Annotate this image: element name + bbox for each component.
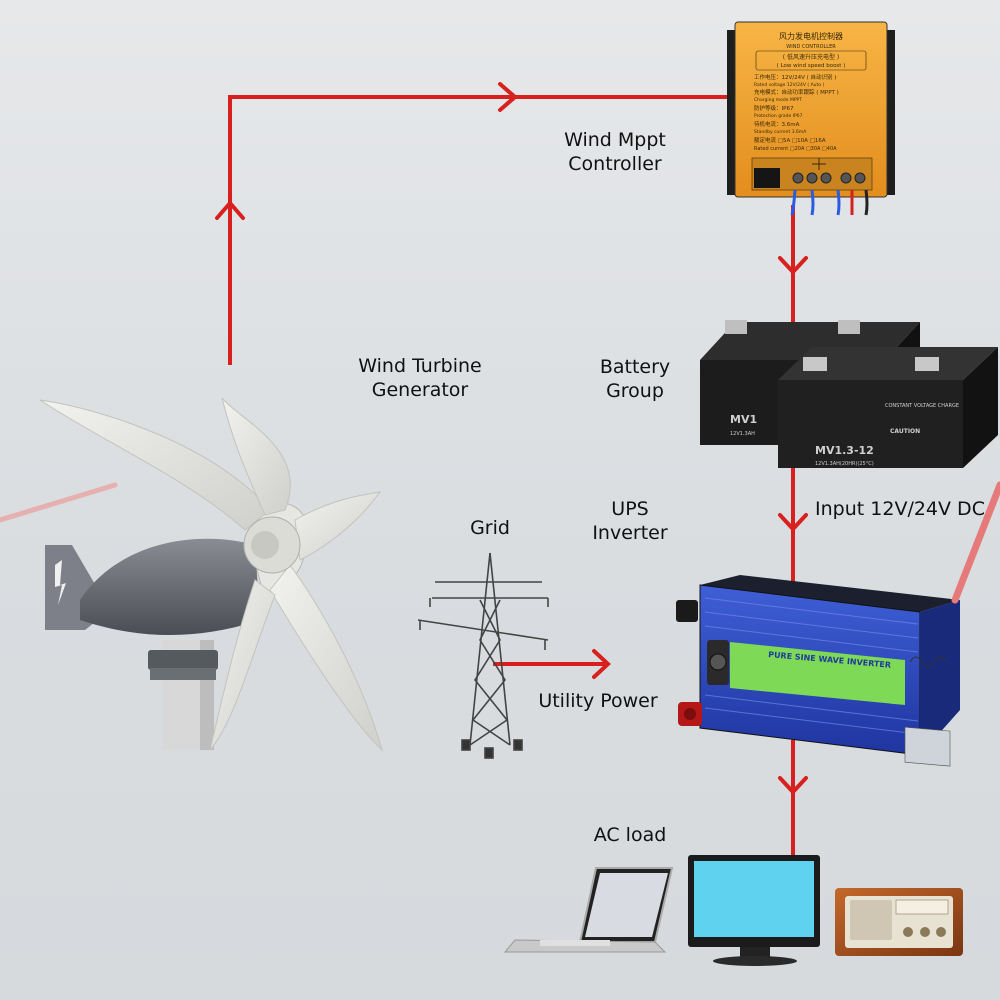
controller-wires bbox=[790, 189, 869, 216]
power-tower-icon bbox=[417, 552, 549, 759]
flow-lines bbox=[228, 95, 795, 865]
ups-label: UPS Inverter bbox=[592, 498, 668, 544]
turbine-to-controller-line bbox=[228, 95, 732, 365]
battery-icon: MV1 12V1.3AH CONSTANT VOLTAGE CHARGE CAU… bbox=[700, 320, 998, 468]
controller-line-8: Standby current 3.6mA bbox=[754, 129, 807, 135]
controller-title-cn: 风力发电机控制器 bbox=[779, 31, 843, 41]
arrow-down-icon bbox=[778, 776, 808, 795]
flow-arrowheads bbox=[215, 82, 808, 795]
battery-front-header: CONSTANT VOLTAGE CHARGE bbox=[885, 403, 959, 409]
arrow-down-icon bbox=[778, 256, 808, 275]
controller-terminal-block bbox=[751, 157, 873, 191]
controller-line-3: 充电模式：自动功率跟踪 ( MPPT ) bbox=[754, 88, 839, 96]
battery-back-spec: 12V1.3AH bbox=[730, 431, 755, 437]
utility-label: Utility Power bbox=[538, 690, 658, 712]
arrow-right-icon bbox=[592, 649, 611, 679]
controller-icon: 风力发电机控制器 WIND CONTROLLER ( 低风速升压充电型 ) ( … bbox=[727, 21, 895, 216]
wind-turbine-icon bbox=[39, 397, 383, 752]
controller-line-1: 工作电压：12V/24V ( 自动识别 ) bbox=[754, 73, 836, 81]
controller-line-4: Charging mode MPPT bbox=[754, 97, 802, 103]
controller-line-6: Protection grade IP67 bbox=[754, 113, 803, 119]
controller-line-10: Rated current □20A □30A □40A bbox=[754, 146, 837, 152]
input-label: Input 12V/24V DC bbox=[815, 498, 985, 520]
arrow-down-icon bbox=[778, 513, 808, 532]
controller-line-9: 额定电流 □5A □10A □16A bbox=[754, 136, 826, 144]
controller-line-5: 防护等级：IP67 bbox=[754, 104, 794, 112]
motion-streaks bbox=[0, 481, 1000, 604]
monitor-icon bbox=[688, 855, 820, 966]
arrow-up-icon bbox=[215, 199, 245, 220]
controller-subtitle-en: ( Low wind speed boost ) bbox=[777, 63, 846, 69]
controller-subtitle-cn: ( 低风速升压充电型 ) bbox=[783, 53, 840, 61]
laptop-icon bbox=[503, 867, 674, 953]
controller-line-2: Rated voltage 12V/24V ( Auto ) bbox=[754, 82, 824, 88]
controller-line-7: 待机电流：3.6mA bbox=[754, 120, 800, 128]
battery-front-model: MV1.3-12 bbox=[815, 444, 874, 457]
controller-label: Wind Mppt Controller bbox=[564, 129, 666, 175]
inverter-icon: PURE SINE WAVE INVERTER bbox=[676, 575, 960, 767]
controller-title-en: WIND CONTROLLER bbox=[786, 44, 836, 50]
arrow-right-icon bbox=[498, 82, 519, 112]
battery-front-spec: 12V1.3AH(20HR)(25°C) bbox=[815, 461, 874, 467]
grid-label: Grid bbox=[470, 517, 510, 539]
radio-icon bbox=[835, 888, 963, 956]
battery-label: Battery Group bbox=[599, 356, 671, 402]
battery-front-caution: CAUTION bbox=[890, 428, 920, 435]
acload-label: AC load bbox=[593, 824, 667, 846]
battery-back-model: MV1 bbox=[730, 413, 757, 426]
turbine-label: Wind Turbine Generator bbox=[358, 355, 482, 401]
